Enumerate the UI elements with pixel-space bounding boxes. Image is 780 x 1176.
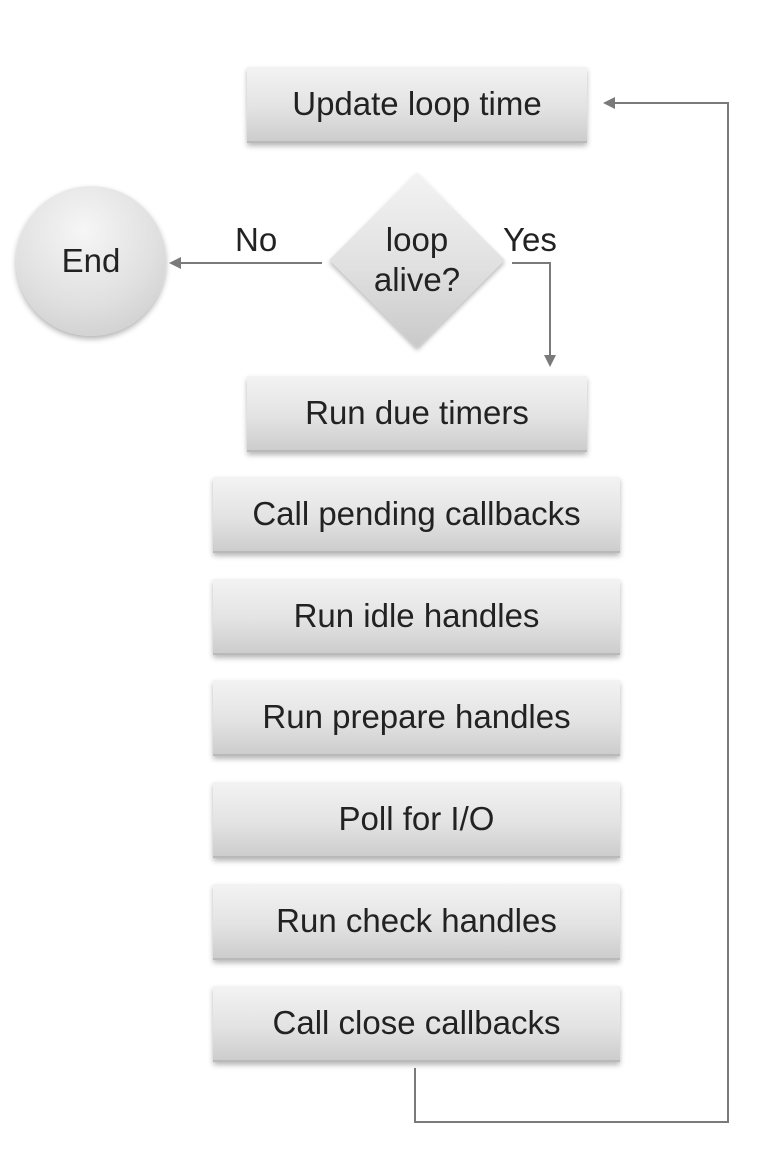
loop-alive-text: loop alive? [337, 212, 497, 308]
loop-alive-line1: loop [385, 221, 449, 258]
update-loop-time-node: Update loop time [247, 67, 587, 143]
no-label: No [235, 221, 278, 258]
loop-back-arrow [414, 97, 729, 1123]
end-node: End [16, 186, 166, 336]
yes-label: Yes [503, 221, 557, 258]
poll-for-io-label: Poll for I/O [338, 800, 495, 837]
run-prepare-handles-label: Run prepare handles [262, 698, 571, 735]
call-close-callbacks-node: Call close callbacks [213, 986, 620, 1062]
run-idle-handles-node: Run idle handles [213, 579, 620, 655]
run-idle-handles-label: Run idle handles [293, 597, 540, 634]
call-close-callbacks-label: Call close callbacks [272, 1004, 561, 1041]
run-check-handles-node: Run check handles [213, 884, 620, 960]
yes-arrow [512, 262, 556, 367]
loop-alive-line2: alive? [373, 261, 461, 298]
run-check-handles-label: Run check handles [276, 902, 557, 939]
run-prepare-handles-node: Run prepare handles [213, 680, 620, 756]
call-pending-callbacks-node: Call pending callbacks [213, 477, 620, 553]
call-pending-callbacks-label: Call pending callbacks [252, 495, 581, 532]
run-due-timers-label: Run due timers [305, 394, 529, 431]
update-loop-time-label: Update loop time [292, 85, 542, 122]
poll-for-io-node: Poll for I/O [213, 782, 620, 858]
run-due-timers-node: Run due timers [247, 376, 587, 452]
end-label: End [61, 242, 121, 279]
